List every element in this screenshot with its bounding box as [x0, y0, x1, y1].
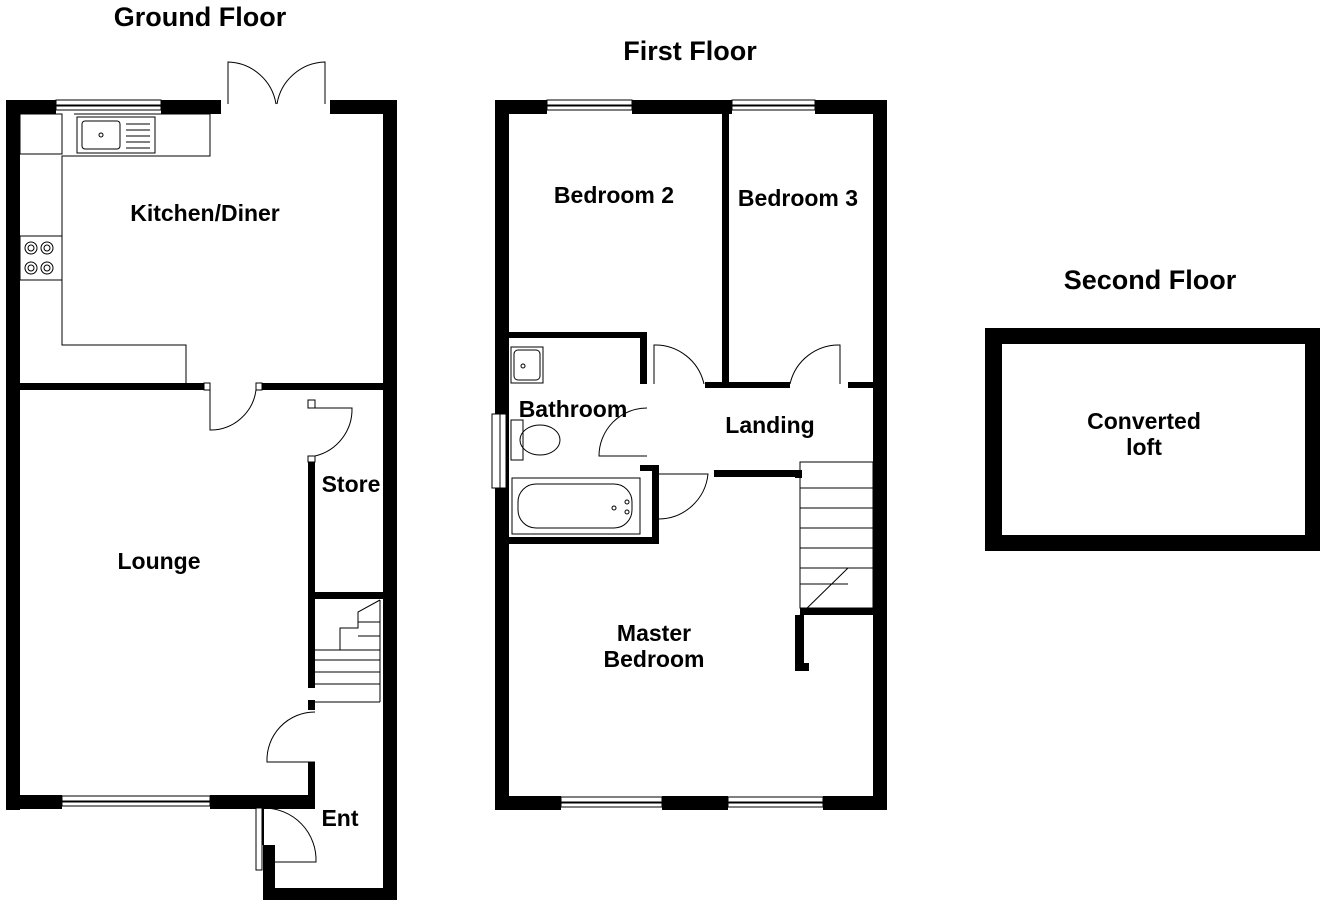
door-swing-icon: [307, 399, 353, 463]
room-label-master-line2: Bedroom: [604, 646, 705, 672]
room-label-lounge: Lounge: [117, 548, 200, 574]
door-swing-icon: [227, 61, 326, 105]
door-swing-icon: [203, 382, 263, 431]
door-swing-icon: [263, 807, 317, 863]
door-swing-icon: [598, 407, 648, 457]
sink-icon: [76, 116, 156, 154]
second-floor: Second Floor Converted loft: [985, 265, 1320, 551]
room-label-entrance: Ent: [321, 805, 358, 831]
door-swing-icon: [266, 711, 316, 763]
window-icon: [61, 795, 211, 807]
window-icon: [491, 413, 507, 489]
first-floor-title: First Floor: [623, 36, 757, 66]
door-swing-icon: [658, 473, 709, 520]
second-floor-title: Second Floor: [1064, 265, 1237, 295]
ground-floor: Ground Floor: [6, 2, 397, 900]
ground-floor-title: Ground Floor: [114, 2, 287, 32]
window-icon: [731, 99, 816, 111]
window-icon: [255, 807, 263, 871]
window-icon: [560, 796, 663, 808]
basin-icon: [510, 346, 544, 384]
room-label-master-line1: Master: [617, 620, 691, 646]
second-floor-walls: [985, 328, 1320, 551]
bath-icon: [511, 477, 641, 535]
staircase-icon: [308, 599, 381, 703]
kitchen-worktop-corner: [19, 113, 63, 155]
door-swing-icon: [789, 344, 841, 385]
staircase-icon: [799, 461, 874, 616]
room-label-loft-line1: Converted: [1087, 408, 1201, 434]
kitchen-worktop: [61, 113, 211, 383]
room-label-bedroom-2: Bedroom 2: [554, 182, 674, 208]
room-label-bathroom: Bathroom: [519, 396, 628, 422]
first-floor-walls: [495, 100, 887, 810]
hob-icon: [19, 235, 63, 281]
door-swing-icon: [653, 344, 705, 385]
window-icon: [546, 99, 633, 111]
window-icon: [55, 99, 162, 111]
room-label-bedroom-3: Bedroom 3: [738, 185, 858, 211]
room-label-landing: Landing: [725, 412, 814, 438]
window-icon: [727, 796, 824, 808]
room-label-loft-line2: loft: [1126, 434, 1162, 460]
first-floor: First Floor: [491, 36, 887, 810]
room-label-store: Store: [322, 471, 381, 497]
room-label-kitchen: Kitchen/Diner: [130, 200, 280, 226]
toilet-icon: [510, 419, 561, 461]
